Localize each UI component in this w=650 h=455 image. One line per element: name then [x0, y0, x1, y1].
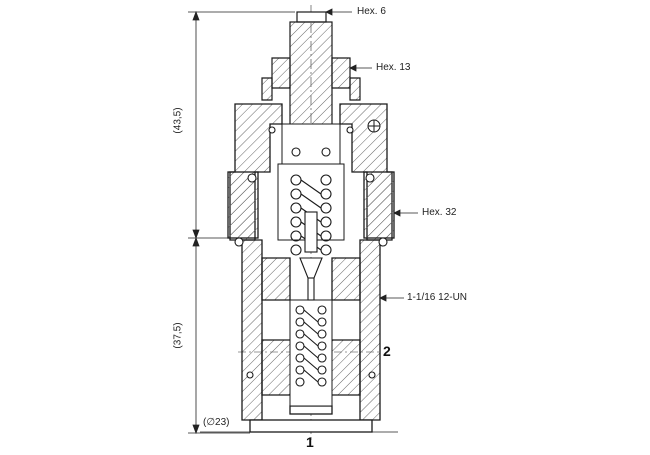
leader-lines [325, 8, 418, 302]
lock-nut [261, 57, 361, 101]
adjustment-stem [289, 11, 333, 131]
o-ring-seals [234, 126, 388, 379]
lower-length-dimension: (37,5) [172, 322, 184, 349]
inner-bores [277, 123, 345, 407]
upper-length-dimension: (43,5) [172, 107, 184, 134]
plug-symbol [367, 119, 381, 133]
port-2-label: 2 [383, 343, 391, 359]
thread-callout: 1-1/16 12-UN [407, 292, 468, 303]
port-1-label: 1 [306, 434, 314, 450]
hex-32-callout: Hex. 32 [422, 207, 457, 218]
lower-spring [295, 305, 327, 387]
hex-6-callout: Hex. 6 [357, 6, 386, 17]
hex-13-callout: Hex. 13 [376, 62, 411, 73]
valve-bonnet [227, 103, 395, 241]
diameter-dimension: (∅23) [203, 417, 230, 428]
pilot-poppet [299, 211, 323, 301]
